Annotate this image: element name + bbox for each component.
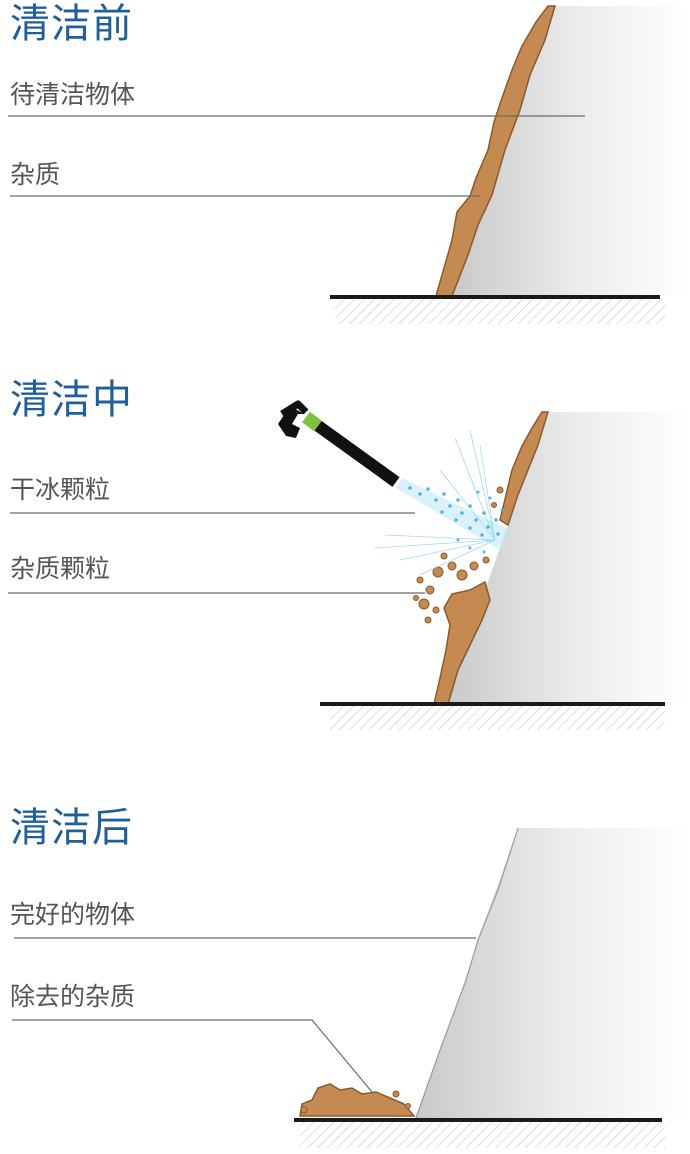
dry-ice-spray — [374, 429, 510, 576]
blast-nozzle — [278, 400, 400, 487]
title-before: 清洁前 — [10, 1, 133, 47]
dirt-layer — [435, 5, 557, 297]
label-clean-object: 完好的物体 — [10, 900, 136, 929]
ground-hatch — [335, 298, 665, 324]
ground-hatch — [330, 706, 665, 730]
label-dirt: 杂质 — [10, 160, 61, 189]
wall-edge — [415, 827, 519, 1119]
leader-line-removed — [12, 1019, 373, 1093]
title-after: 清洁后 — [10, 805, 133, 851]
title-during: 清洁中 — [10, 377, 133, 423]
panel-during — [8, 400, 690, 730]
object-wall — [452, 6, 690, 296]
label-object-to-clean: 待清洁物体 — [10, 80, 136, 109]
dirt-remaining — [499, 411, 550, 527]
ground-hatch — [300, 1122, 665, 1148]
panel-before — [8, 5, 690, 324]
removed-dirt-pile — [299, 1083, 416, 1117]
object-wall — [445, 412, 690, 704]
dirt-crumbs — [300, 1090, 411, 1114]
label-dirt-particles: 杂质颗粒 — [10, 554, 111, 583]
clean-wall — [416, 828, 690, 1118]
label-dry-ice-particles: 干冰颗粒 — [10, 475, 111, 504]
panel-after — [12, 827, 690, 1148]
label-removed-dirt: 除去的杂质 — [10, 982, 136, 1011]
